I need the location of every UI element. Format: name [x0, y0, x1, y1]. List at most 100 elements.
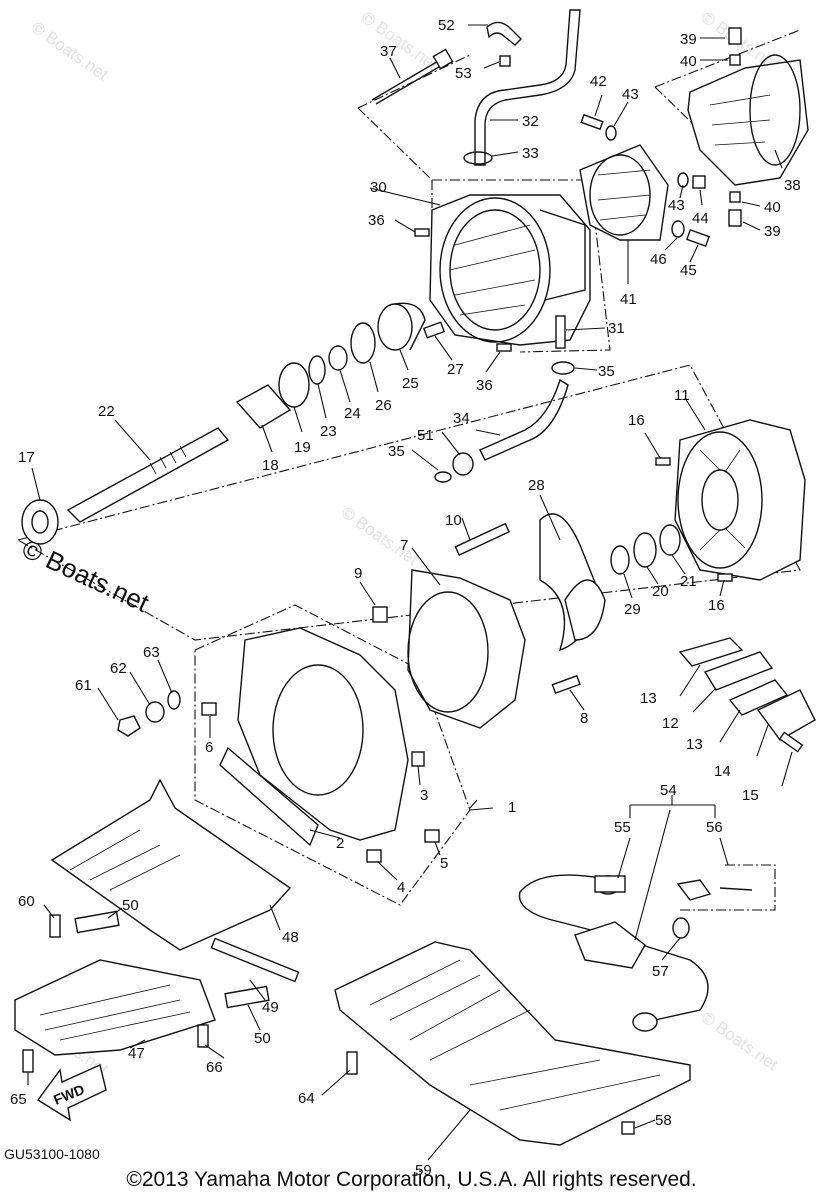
part-28-impeller [539, 513, 606, 652]
part-13-gasket [728, 679, 789, 716]
callout-50b: 50 [254, 1030, 271, 1047]
callout-43a: 43 [622, 86, 639, 103]
callout-34: 34 [453, 410, 470, 427]
callout-28: 28 [528, 477, 545, 494]
part-51-grommet [452, 452, 474, 476]
part-39-bolt [728, 27, 742, 45]
part-54-cable [518, 874, 709, 1021]
callout-27: 27 [447, 361, 464, 378]
callout-37: 37 [380, 43, 397, 60]
part-25-cap [377, 302, 426, 351]
part-54-connector [632, 1012, 658, 1032]
callout-25: 25 [402, 375, 419, 392]
part-38-steering-nozzle [687, 54, 809, 186]
part-53-bolt [499, 55, 511, 67]
part-32-hose [474, 9, 581, 166]
callout-17: 17 [18, 449, 35, 466]
callout-35a: 35 [388, 443, 405, 460]
part-29-spacer [610, 545, 630, 575]
part-36-pin [414, 228, 430, 237]
callout-59: 59 [415, 1162, 432, 1179]
part-34-hose [479, 378, 569, 461]
part-37-bolt [371, 48, 454, 105]
callout-39b: 39 [764, 223, 781, 240]
callout-1: 1 [508, 799, 516, 816]
part-30-pump-housing [429, 194, 591, 346]
callout-4: 4 [397, 879, 405, 896]
callout-12: 12 [662, 715, 679, 732]
part-27-bolt [422, 321, 446, 339]
part-66-bolt [197, 1024, 209, 1048]
callout-21: 21 [680, 573, 697, 590]
part-8-bolt [551, 674, 581, 695]
callout-48: 48 [282, 929, 299, 946]
part-47-ride-plate [14, 959, 216, 1056]
callout-30: 30 [370, 179, 387, 196]
watermark: © Boats.net [358, 8, 442, 75]
part-58-screw [621, 1121, 635, 1135]
callout-24: 24 [344, 405, 361, 422]
part-35-clamp [551, 361, 575, 375]
part-62-washer [145, 701, 165, 723]
part-36-pin [496, 343, 512, 352]
callout-49: 49 [262, 999, 279, 1016]
part-56-fastener-kit [676, 879, 753, 901]
part-55-fitting [594, 875, 626, 893]
part-9-collar [372, 606, 388, 623]
callout-14: 14 [714, 763, 731, 780]
part-59-grate [334, 941, 691, 1146]
watermark: © Boats.net [338, 503, 422, 570]
leader-lines [27, 24, 793, 1161]
part-4-pin [366, 849, 382, 863]
callout-50a: 50 [122, 897, 139, 914]
callout-54: 54 [660, 782, 677, 799]
watermark: © Boats.net [698, 1008, 782, 1075]
part-46-nut [671, 220, 685, 238]
callout-23: 23 [320, 423, 337, 440]
callout-60: 60 [18, 893, 35, 910]
part-60-bolt [49, 914, 61, 938]
callout-31: 31 [608, 320, 625, 337]
callout-7: 7 [400, 537, 408, 554]
callout-42: 42 [590, 73, 607, 90]
callout-35b: 35 [598, 363, 615, 380]
part-40-collar [729, 54, 741, 66]
callout-41: 41 [620, 291, 637, 308]
callout-32: 32 [522, 113, 539, 130]
callout-9: 9 [354, 565, 362, 582]
part-18-sleeve [235, 384, 292, 429]
part-50-pad [224, 985, 270, 1009]
callout-51: 51 [417, 427, 434, 444]
callout-56: 56 [706, 819, 723, 836]
part-40-collar [729, 191, 741, 203]
part-44-nut [692, 175, 706, 189]
callout-55: 55 [614, 819, 631, 836]
part-50-pad [74, 910, 120, 934]
part-23-seal [308, 355, 326, 385]
part-61-nut [117, 715, 141, 737]
part-35-clamp [434, 471, 452, 483]
part-5-pin [424, 829, 440, 843]
callout-43b: 43 [668, 197, 685, 214]
part-3-pin [411, 751, 425, 767]
part-52-clamp [486, 21, 522, 46]
callout-44: 44 [692, 210, 709, 227]
part-14-cover [756, 689, 816, 741]
callout-63: 63 [143, 644, 160, 661]
callout-11: 11 [674, 387, 690, 404]
document-code: GU53100-1080 [4, 1146, 100, 1162]
part-21-seal [659, 524, 681, 556]
callout-29: 29 [624, 601, 641, 618]
part-10-bolt [454, 522, 510, 556]
part-42-bolt [580, 113, 604, 131]
callout-61: 61 [75, 677, 92, 694]
part-41-nozzle [579, 144, 669, 241]
part-63-washer [167, 690, 181, 710]
callout-39a: 39 [680, 31, 697, 48]
callout-36a: 36 [368, 212, 385, 229]
callout-65: 65 [10, 1091, 27, 1108]
callout-numbers: 1 2 3 4 5 6 7 8 9 10 11 12 13 13 14 15 1… [10, 17, 801, 1179]
callout-58: 58 [655, 1112, 672, 1129]
callout-3: 3 [420, 787, 428, 804]
